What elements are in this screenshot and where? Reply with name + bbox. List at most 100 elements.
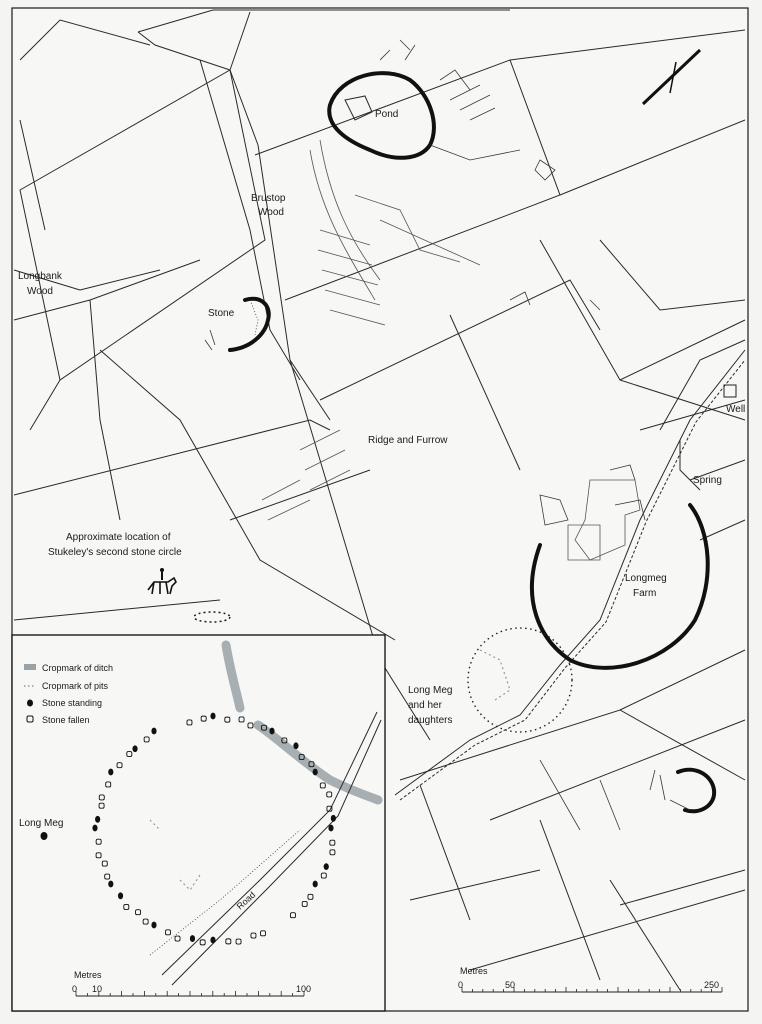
standing-stone (210, 936, 216, 944)
fallen-stone (319, 782, 326, 789)
fallen-stone (238, 716, 245, 723)
inset-scale-tick-100: 100 (296, 984, 311, 994)
field-boundaries (13, 9, 746, 991)
inset-legend: Cropmark of ditch Cropmark of pits Stone… (24, 663, 113, 725)
fallen-stone (95, 852, 102, 859)
stone-enclosure (204, 296, 271, 352)
standing-stone (108, 768, 114, 776)
filled-stone (27, 699, 33, 707)
inset-scale-tick-0: 0 (72, 984, 77, 994)
stukeley-label: Approximate location of (66, 532, 171, 543)
longbank-wood-label: Longbank (18, 271, 63, 282)
stukeley-circle-marker (193, 611, 231, 623)
inset-ditch-cropmark (221, 640, 245, 713)
fallen-stone (142, 918, 149, 925)
fallen-stone (250, 932, 257, 939)
fallen-stone (143, 736, 150, 743)
ridge-furrow-hatching (261, 139, 481, 521)
fallen-stone (260, 930, 266, 937)
stone-circle-main (467, 627, 573, 733)
fallen-stone (225, 938, 232, 945)
fallen-stone (174, 935, 181, 942)
standing-stone (312, 768, 318, 776)
inset-frame (11, 634, 386, 1012)
fallen-stone (126, 751, 133, 758)
pond-label: Pond (375, 109, 398, 120)
ditch-swatch (24, 664, 36, 670)
main-scale-tick-50: 50 (505, 980, 515, 990)
longmeg-farm-label: Longmeg (625, 573, 667, 584)
fallen-stone (281, 737, 288, 744)
fallen-stone (105, 781, 112, 788)
standing-stone (117, 892, 124, 900)
inset-ditch-cropmark-2 (253, 720, 383, 805)
legend-standing-label: Stone standing (42, 698, 102, 708)
standing-stone (108, 880, 114, 888)
fallen-stone (308, 761, 315, 768)
fallen-stone (261, 724, 267, 731)
fallen-stone (186, 719, 193, 726)
standing-stone (92, 824, 98, 832)
fallen-stone (116, 762, 123, 769)
long-meg-daughters-label-3: daughters (408, 715, 452, 726)
fallen-stone (329, 839, 336, 846)
main-scale-tick-250: 250 (704, 980, 719, 990)
standing-stone (151, 727, 157, 735)
legend-fallen-label: Stone fallen (42, 715, 90, 725)
main-scale-bar: Metres 0 50 250 (458, 966, 723, 993)
fallen-stone (298, 754, 305, 761)
well-label: Well (726, 404, 745, 415)
fallen-stone (290, 912, 296, 919)
stone-label: Stone (208, 308, 235, 319)
fallen-stone (235, 938, 242, 945)
fallen-stone (200, 715, 207, 722)
inset-scale-tick-10: 10 (92, 984, 102, 994)
long-meg-daughters-label-2: and her (408, 700, 443, 711)
main-scale-title: Metres (460, 966, 488, 976)
standing-stone (151, 921, 157, 929)
brustop-wood-label-2: Wood (258, 207, 284, 218)
fallen-stone (224, 716, 231, 723)
fallen-stone (98, 802, 105, 809)
horse-rider-icon (147, 568, 177, 595)
fallen-stone (135, 909, 141, 916)
fallen-stone (123, 903, 130, 910)
fallen-stone (320, 872, 327, 879)
fallen-stone (326, 791, 333, 798)
fallen-stone (165, 929, 171, 936)
north-arrow-icon (641, 48, 702, 106)
standing-stone (328, 824, 334, 832)
stukeley-label-2: Stukeley's second stone circle (48, 547, 182, 558)
fallen-stone (104, 873, 111, 880)
fallen-stone (101, 860, 108, 867)
inset-road (161, 711, 378, 976)
fallen-stone (329, 849, 336, 856)
standing-stone (210, 712, 216, 720)
inset-pits (149, 819, 201, 891)
inset-road-edge (171, 719, 382, 986)
fallen-stone (98, 794, 105, 801)
farm-road (394, 339, 746, 801)
fallen-stone (326, 805, 333, 812)
main-scale-tick-0: 0 (458, 980, 463, 990)
standing-stone (323, 863, 329, 871)
standing-stone (293, 742, 299, 750)
standing-stone (330, 814, 336, 822)
longmeg-farm-label-2: Farm (633, 588, 656, 599)
open-stone (26, 715, 34, 723)
lower-right-features (509, 291, 717, 831)
longbank-wood-label-2: Wood (27, 286, 53, 297)
ridge-furrow-label: Ridge and Furrow (368, 435, 448, 446)
inset-road-dotted (149, 829, 301, 956)
well-icon (723, 384, 737, 398)
fallen-stone (301, 900, 308, 907)
standing-stone (189, 935, 196, 942)
fallen-stone (247, 722, 254, 729)
pond-enclosure (327, 39, 556, 181)
standing-stone (269, 727, 275, 735)
fallen-stone (95, 838, 102, 845)
fallen-stone (199, 939, 206, 946)
longmeg-farm (530, 384, 737, 670)
standing-stone (95, 815, 101, 823)
